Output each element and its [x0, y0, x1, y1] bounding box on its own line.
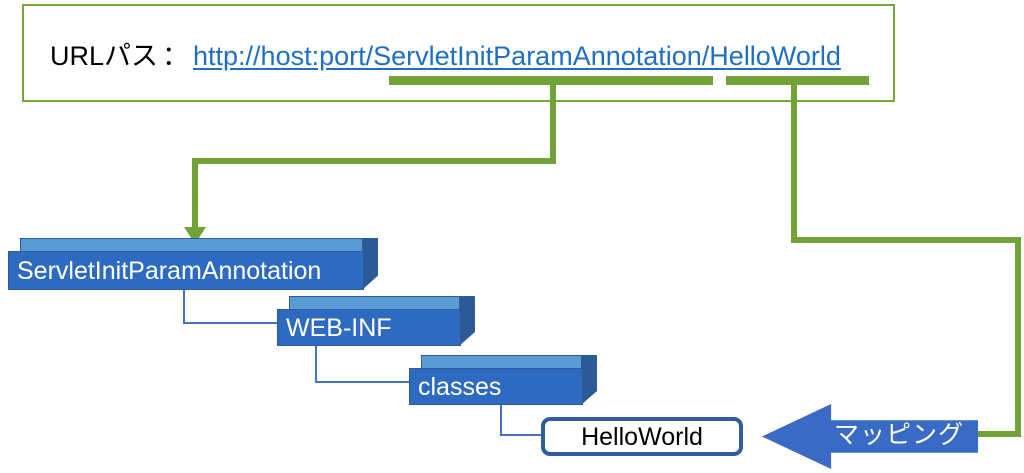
- folder-servletinitparamannotation[interactable]: ServletInitParamAnnotation: [8, 238, 378, 290]
- folder-top-bevel: [289, 296, 475, 310]
- url-path-separator: ：: [162, 41, 190, 71]
- folder-face: ServletInitParamAnnotation: [8, 251, 364, 290]
- folder-top-bevel: [421, 355, 597, 369]
- tree-connector-2-horizontal: [315, 381, 409, 383]
- url-path-frame: URLパス：http://host:port/ServletInitParamA…: [22, 4, 895, 102]
- url-path-line: URLパス：http://host:port/ServletInitParamA…: [50, 40, 841, 72]
- folder-label: WEB-INF: [286, 313, 392, 342]
- folder-side-bevel: [459, 296, 475, 346]
- folder-side-bevel: [362, 238, 378, 290]
- folder-face: classes: [409, 368, 583, 405]
- mapping-arrow-label: マッピング: [834, 421, 965, 449]
- mapping-arrow-shape: マッピング: [762, 404, 978, 469]
- green-connector-left-v2: [192, 158, 198, 230]
- folder-web-inf[interactable]: WEB-INF: [277, 296, 475, 346]
- tree-connector-3-vertical: [500, 403, 502, 436]
- class-node-label: HelloWorld: [581, 422, 703, 451]
- class-node-helloworld[interactable]: HelloWorld: [541, 417, 743, 456]
- green-connector-right-v2: [1015, 237, 1021, 434]
- tree-connector-1-horizontal: [183, 322, 277, 324]
- folder-label: ServletInitParamAnnotation: [17, 256, 322, 285]
- highlight-context-path: [389, 76, 713, 85]
- highlight-servlet-path: [726, 76, 869, 85]
- folder-label: classes: [418, 372, 502, 401]
- folder-top-bevel: [20, 238, 378, 252]
- green-connector-right-h1: [791, 237, 1021, 243]
- folder-classes[interactable]: classes: [409, 355, 597, 405]
- tree-connector-2-vertical: [315, 345, 317, 383]
- folder-side-bevel: [581, 355, 597, 405]
- url-path-link[interactable]: http://host:port/ServletInitParamAnnotat…: [193, 41, 841, 71]
- green-connector-right-v1: [791, 85, 797, 243]
- green-connector-left-v1: [550, 85, 556, 164]
- tree-connector-1-vertical: [183, 288, 185, 324]
- url-path-label: URLパス: [50, 41, 159, 71]
- green-connector-left-h1: [192, 158, 556, 164]
- folder-face: WEB-INF: [277, 309, 461, 346]
- tree-connector-3-horizontal: [500, 434, 542, 436]
- green-connector-right-h2: [975, 431, 1021, 437]
